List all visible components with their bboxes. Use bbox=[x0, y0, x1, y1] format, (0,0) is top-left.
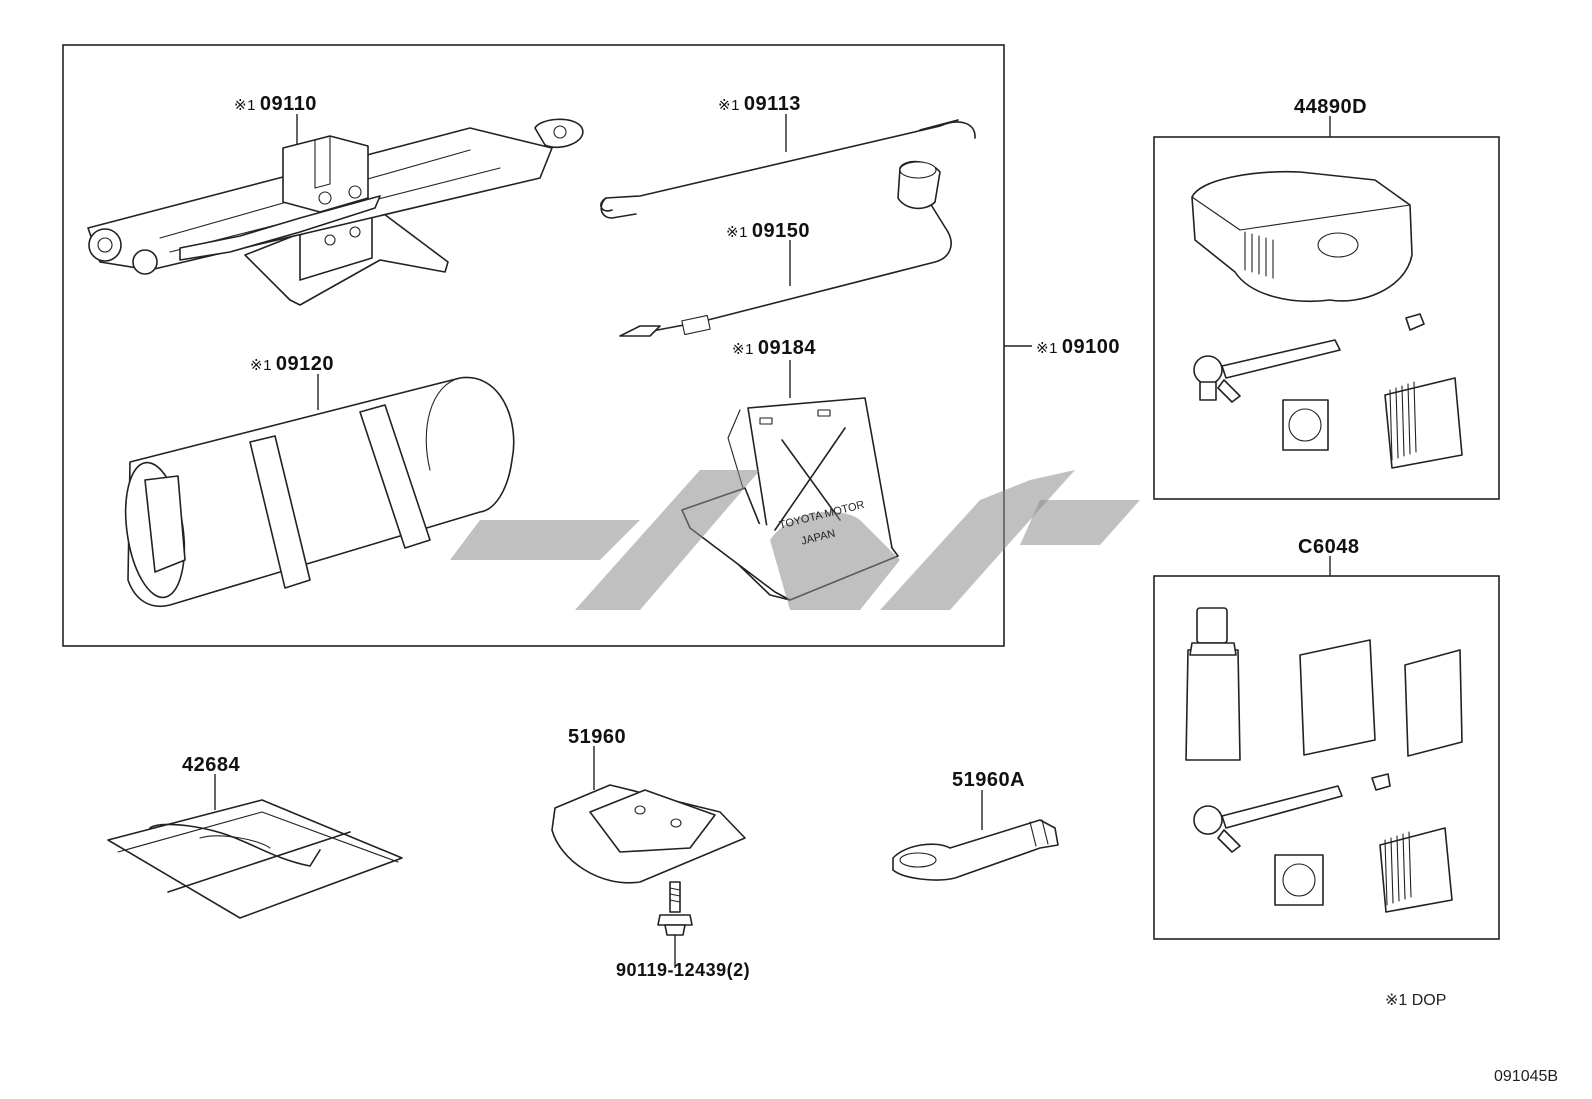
dop-prefix: ※1 bbox=[234, 97, 256, 114]
tool-bag-drawing bbox=[124, 374, 515, 607]
scissor-jack-drawing bbox=[87, 114, 584, 306]
part-number: 09100 bbox=[1061, 336, 1121, 358]
part-number: 90119-12439(2) bbox=[616, 960, 751, 980]
part-label-bolt[interactable]: 90119-12439(2) bbox=[616, 960, 750, 981]
part-number: C6048 bbox=[1298, 536, 1360, 558]
dop-prefix: ※1 bbox=[250, 357, 272, 374]
wheel-wrench-drawing bbox=[619, 160, 952, 337]
sheet-bag-drawing bbox=[107, 774, 403, 919]
part-number: 09150 bbox=[751, 220, 811, 242]
part-label-tow-eye[interactable]: 51960A bbox=[952, 769, 1025, 792]
bolt-drawing bbox=[657, 881, 693, 968]
part-number: 09184 bbox=[757, 337, 817, 359]
hook-bracket-drawing bbox=[551, 746, 746, 884]
dop-prefix: ※1 bbox=[1036, 340, 1058, 357]
sealant-kit-box bbox=[1153, 575, 1500, 940]
dop-prefix: ※1 bbox=[732, 341, 754, 358]
dop-prefix: ※1 bbox=[726, 224, 748, 241]
tow-eye-drawing bbox=[892, 790, 1059, 881]
sealant-kit-drawing bbox=[1185, 607, 1463, 913]
part-label-sealant-kit[interactable]: C6048 bbox=[1298, 536, 1359, 559]
footnote-dop: ※1 DOP bbox=[1385, 992, 1447, 1009]
part-label-hook-bracket[interactable]: 51960 bbox=[568, 726, 626, 749]
jack-handle-drawing bbox=[600, 114, 976, 219]
part-number: 09120 bbox=[275, 353, 335, 375]
part-number: 51960 bbox=[568, 726, 627, 748]
compressor-kit-drawing bbox=[1191, 170, 1463, 469]
part-number: 44890D bbox=[1294, 96, 1368, 118]
part-number: 42684 bbox=[182, 754, 241, 776]
diagram-code: 091045B bbox=[1494, 1068, 1559, 1085]
part-label-sheet[interactable]: 42684 bbox=[182, 754, 240, 777]
part-number: 51960A bbox=[952, 769, 1026, 791]
dop-prefix: ※1 bbox=[718, 97, 740, 114]
part-number: 09113 bbox=[743, 93, 801, 115]
watermark-logo bbox=[450, 470, 1140, 610]
compressor-kit-box bbox=[1153, 136, 1500, 500]
part-number: 09110 bbox=[259, 93, 317, 115]
part-label-compressor-kit[interactable]: 44890D bbox=[1294, 96, 1367, 119]
